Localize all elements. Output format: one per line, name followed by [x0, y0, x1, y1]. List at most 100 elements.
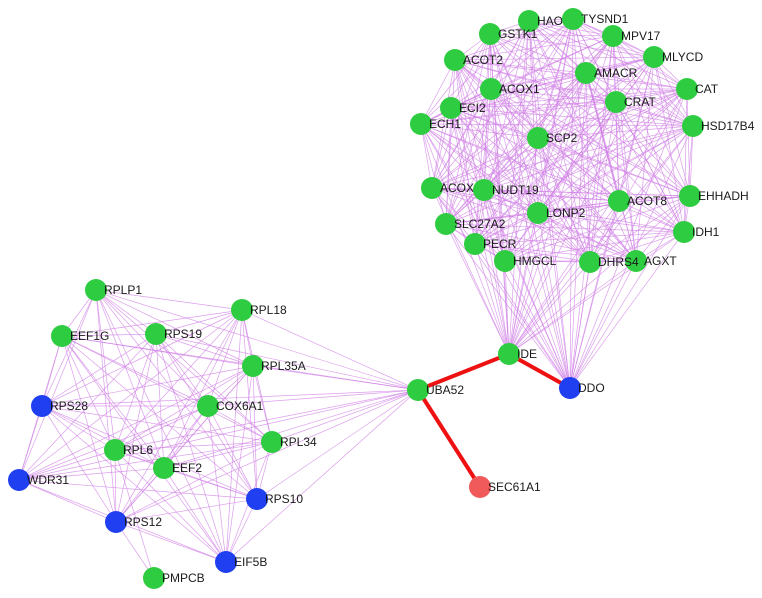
node-rps28[interactable]: RPS28	[31, 395, 88, 417]
node-rpl34[interactable]: RPL34	[261, 431, 317, 453]
node-circle[interactable]	[527, 127, 549, 149]
node-circle[interactable]	[261, 431, 283, 453]
interaction-edge	[41, 389, 419, 407]
node-rplp1[interactable]: RPLP1	[85, 279, 142, 301]
interaction-edge	[163, 467, 258, 500]
node-nudt19[interactable]: NUDT19	[473, 179, 539, 201]
node-circle[interactable]	[246, 488, 268, 510]
interaction-edge	[474, 243, 571, 389]
node-rpl18[interactable]: RPL18	[231, 299, 287, 321]
node-eci2[interactable]: ECI2	[440, 97, 486, 119]
interaction-edge	[528, 20, 571, 389]
interaction-edge	[155, 333, 419, 391]
interaction-edge	[569, 56, 655, 389]
node-circle[interactable]	[421, 177, 443, 199]
node-label: RPL35A	[261, 359, 306, 373]
node-circle[interactable]	[579, 251, 601, 273]
node-circle[interactable]	[231, 299, 253, 321]
node-circle[interactable]	[518, 10, 540, 32]
node-ide[interactable]: IDE	[498, 343, 537, 365]
node-gstk1[interactable]: GSTK1	[479, 23, 538, 45]
node-cox6a1[interactable]: COX6A1	[197, 395, 264, 417]
node-idh1[interactable]: IDH1	[673, 221, 720, 243]
node-mlycd[interactable]: MLYCD	[643, 46, 703, 68]
node-eif5b[interactable]: EIF5B	[215, 551, 267, 573]
node-hao2[interactable]: HAO2	[518, 10, 570, 32]
node-circle[interactable]	[494, 250, 516, 272]
node-circle[interactable]	[242, 355, 264, 377]
node-ehhadh[interactable]: EHHADH	[679, 185, 749, 207]
interaction-edge	[18, 365, 254, 481]
node-circle[interactable]	[469, 476, 491, 498]
node-circle[interactable]	[8, 469, 30, 491]
node-rps19[interactable]: RPS19	[145, 323, 202, 345]
node-acot2[interactable]: ACOT2	[444, 49, 503, 71]
node-slc27a2[interactable]: SLC27A2	[435, 213, 506, 235]
node-sec61a1[interactable]: SEC61A1	[469, 476, 541, 498]
node-circle[interactable]	[464, 233, 486, 255]
node-circle[interactable]	[444, 49, 466, 71]
node-circle[interactable]	[625, 250, 647, 272]
node-circle[interactable]	[527, 202, 549, 224]
node-crat[interactable]: CRAT	[605, 91, 656, 113]
node-circle[interactable]	[153, 457, 175, 479]
node-scp2[interactable]: SCP2	[527, 127, 578, 149]
node-circle[interactable]	[410, 113, 432, 135]
node-label: ACOX1	[499, 82, 540, 96]
node-circle[interactable]	[602, 25, 624, 47]
node-circle[interactable]	[85, 279, 107, 301]
node-circle[interactable]	[679, 185, 701, 207]
node-circle[interactable]	[643, 46, 665, 68]
node-circle[interactable]	[673, 221, 695, 243]
interaction-edge	[490, 88, 571, 389]
node-circle[interactable]	[575, 62, 597, 84]
node-uba52[interactable]: UBA52	[407, 379, 464, 401]
node-circle[interactable]	[440, 97, 462, 119]
node-circle[interactable]	[51, 325, 73, 347]
node-amacr[interactable]: AMACR	[575, 62, 638, 84]
node-circle[interactable]	[197, 395, 219, 417]
node-circle[interactable]	[143, 567, 165, 589]
node-agxt[interactable]: AGXT	[625, 250, 677, 272]
node-hsd17b4[interactable]: HSD17B4	[682, 115, 755, 137]
node-ech1[interactable]: ECH1	[410, 113, 461, 135]
node-pecr[interactable]: PECR	[464, 233, 517, 255]
node-circle[interactable]	[31, 395, 53, 417]
node-acox3[interactable]: ACOX3	[421, 177, 481, 199]
node-circle[interactable]	[562, 8, 584, 30]
node-wdr31[interactable]: WDR31	[8, 469, 69, 491]
node-rpl6[interactable]: RPL6	[104, 439, 153, 461]
node-circle[interactable]	[104, 439, 126, 461]
node-acot8[interactable]: ACOT8	[608, 190, 667, 212]
interaction-edge	[508, 261, 591, 355]
node-circle[interactable]	[435, 213, 457, 235]
node-hmgcl[interactable]: HMGCL	[494, 250, 557, 272]
node-circle[interactable]	[479, 23, 501, 45]
node-pmpcb[interactable]: PMPCB	[143, 567, 205, 589]
node-circle[interactable]	[145, 323, 167, 345]
node-circle[interactable]	[605, 91, 627, 113]
node-circle[interactable]	[473, 179, 495, 201]
node-circle[interactable]	[105, 511, 127, 533]
node-dhrs4[interactable]: DHRS4	[579, 251, 639, 273]
node-circle[interactable]	[608, 190, 630, 212]
node-circle[interactable]	[498, 343, 520, 365]
node-acox1[interactable]: ACOX1	[480, 78, 540, 100]
node-rpl35a[interactable]: RPL35A	[242, 355, 306, 377]
node-circle[interactable]	[676, 78, 698, 100]
node-cat[interactable]: CAT	[676, 78, 719, 100]
node-lonp2[interactable]: LONP2	[527, 202, 586, 224]
node-circle[interactable]	[559, 377, 581, 399]
node-rps10[interactable]: RPS10	[246, 488, 303, 510]
interaction-edge	[585, 72, 685, 233]
node-circle[interactable]	[215, 551, 237, 573]
node-mpv17[interactable]: MPV17	[602, 25, 661, 47]
node-tysnd1[interactable]: TYSND1	[562, 8, 629, 30]
node-eef1g[interactable]: EEF1G	[51, 325, 109, 347]
node-eef2[interactable]: EEF2	[153, 457, 202, 479]
node-ddo[interactable]: DDO	[559, 377, 605, 399]
node-circle[interactable]	[682, 115, 704, 137]
node-rps12[interactable]: RPS12	[105, 511, 162, 533]
node-circle[interactable]	[407, 379, 429, 401]
node-circle[interactable]	[480, 78, 502, 100]
